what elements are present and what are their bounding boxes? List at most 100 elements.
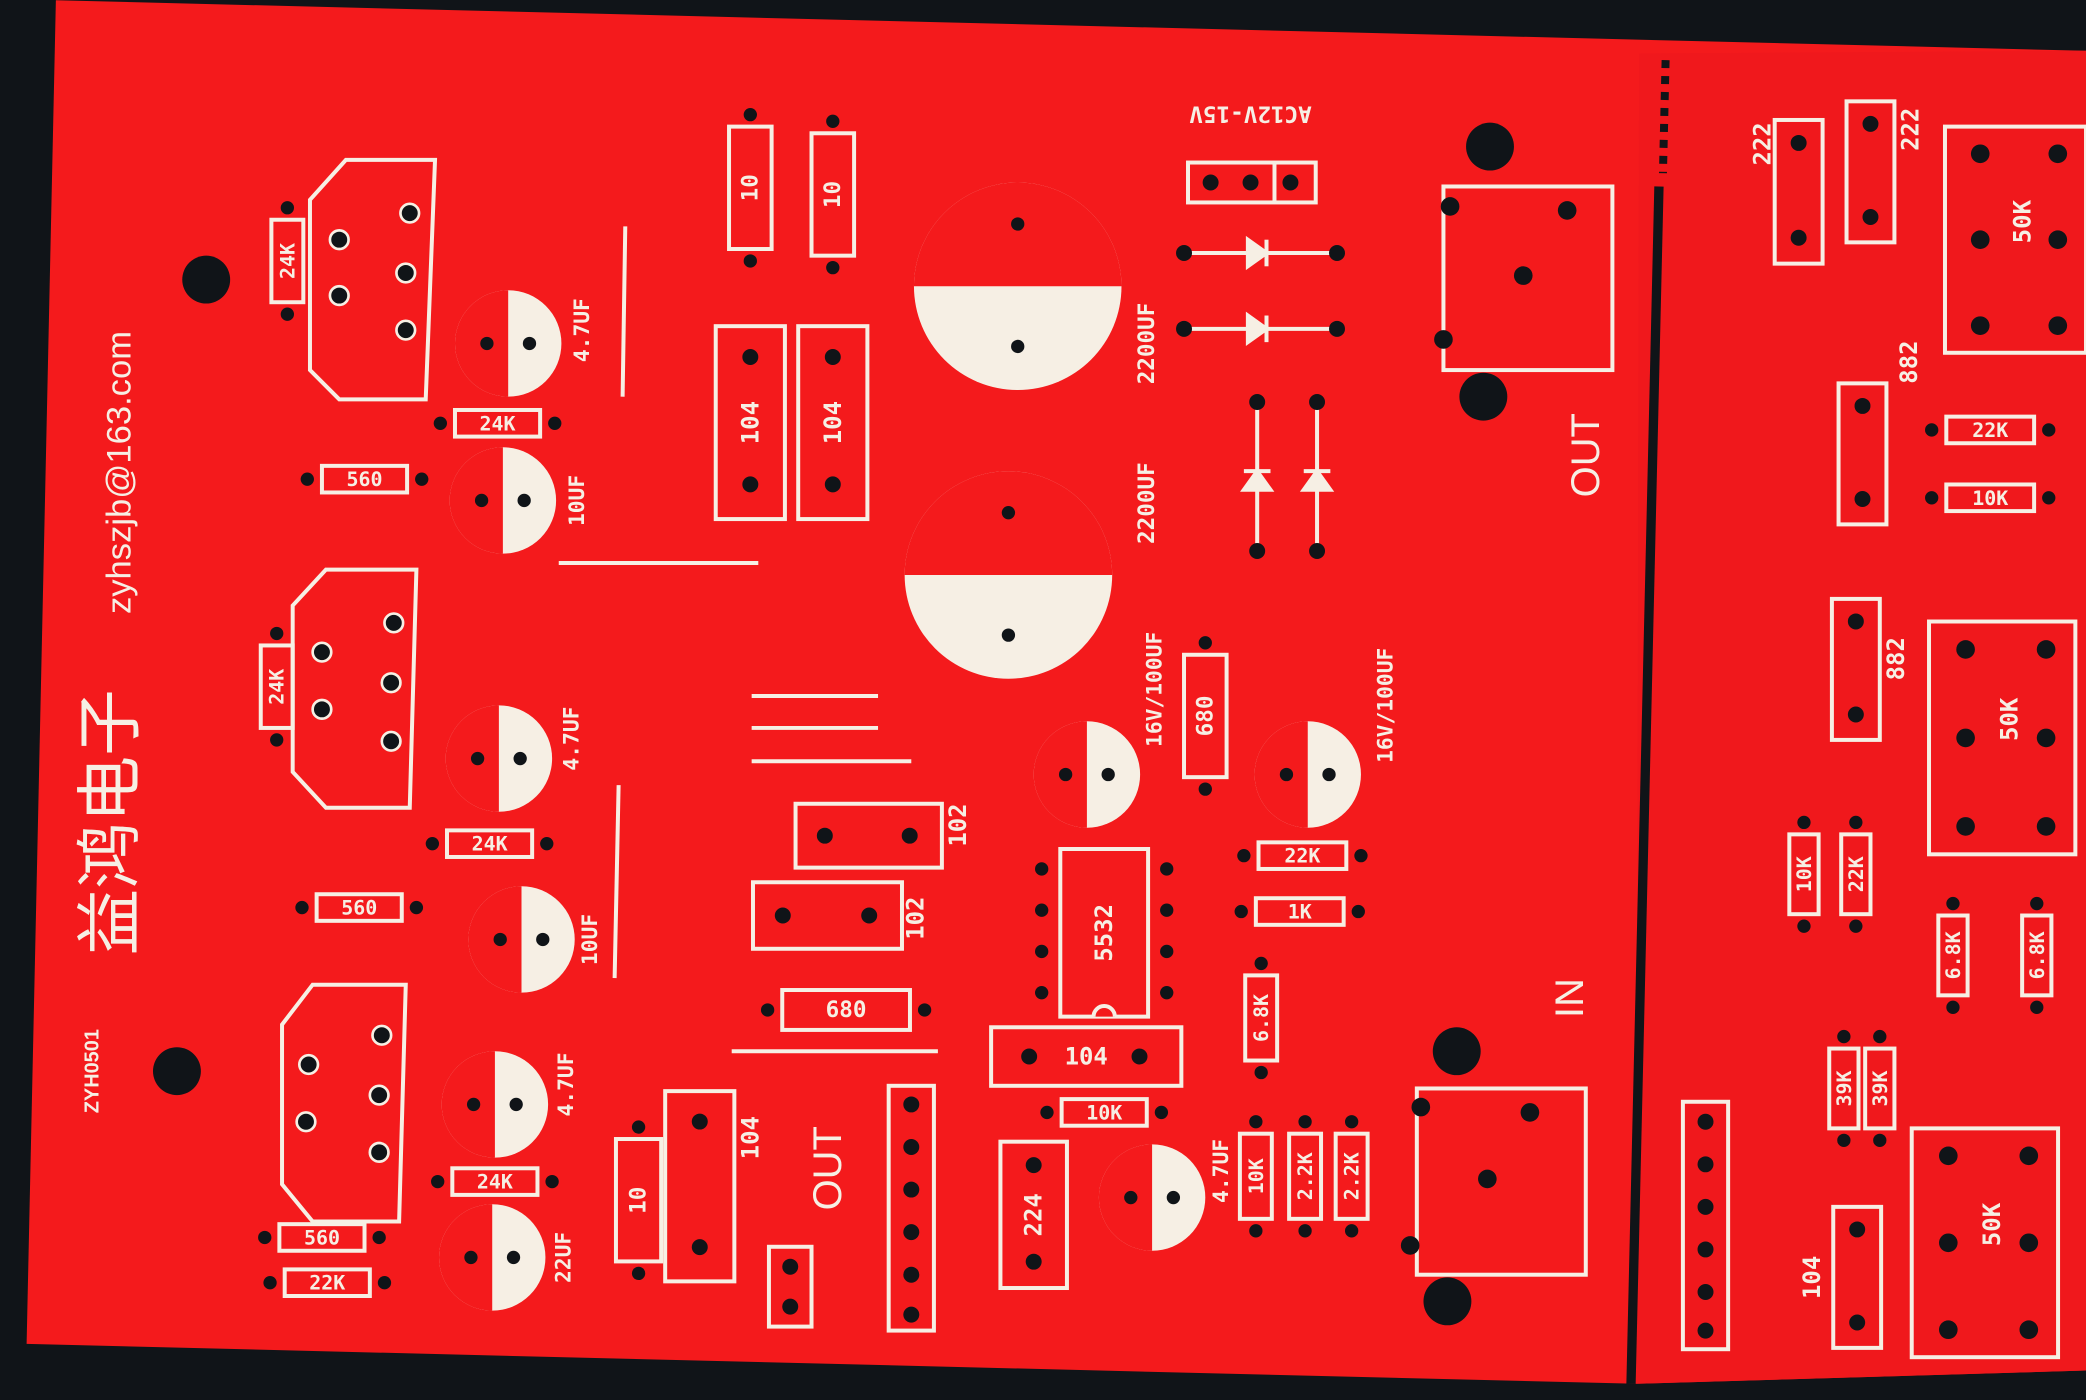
component-res: 10K: [1787, 815, 1821, 933]
potentiometer-outline: [290, 567, 419, 810]
mounting-hole: [1459, 372, 1508, 421]
mounting-holes: [152, 122, 1514, 1326]
component-label: 4.7UF: [1209, 1139, 1234, 1203]
component-res: 10K: [1237, 1115, 1274, 1238]
component-pot: 50K: [1927, 619, 2078, 857]
component-cap: 10UF: [449, 447, 590, 554]
component-label: 882: [1882, 637, 1910, 680]
component-label: 22UF: [552, 1232, 577, 1283]
in-label: IN: [1548, 978, 1592, 1018]
resistor-outline: [1237, 1131, 1274, 1221]
component-outline: [793, 801, 944, 870]
component-label: 102: [901, 897, 929, 940]
component-res: 6.8K: [2020, 896, 2054, 1014]
mounting-hole: [1423, 1277, 1472, 1326]
component-label: 10K: [1792, 856, 1816, 892]
diode-icon: [1188, 311, 1335, 347]
component-label: 10K: [1244, 1158, 1268, 1194]
power-label: AC12V-15V: [1189, 101, 1312, 127]
resistor-outline: [277, 1222, 367, 1253]
resistor-outline: [1287, 1131, 1324, 1221]
component-label: 680: [826, 997, 867, 1023]
resistor-outline: [1944, 414, 2037, 446]
component-res: 560: [300, 463, 429, 495]
resistor-outline: [613, 1137, 664, 1264]
component-label: 2.2K: [1340, 1152, 1364, 1200]
component-pot: 50K: [1942, 124, 2086, 355]
component-label: 24K: [477, 1170, 513, 1194]
component-cap: 4.7UF: [1098, 1139, 1234, 1251]
component-res: 10K: [1040, 1097, 1169, 1128]
component-label: 10UF: [565, 475, 590, 526]
component-cap: 16V/100UF: [1033, 632, 1167, 828]
component-res: 39K: [1827, 1029, 1861, 1147]
component-label: 10: [737, 174, 763, 201]
resistor-outline: [1333, 1131, 1370, 1221]
component-res: 22K: [263, 1267, 392, 1298]
component-label: 22K: [1844, 856, 1868, 892]
potentiometer-outline: [1942, 124, 2086, 355]
resistor-outline: [450, 1166, 540, 1197]
component-outline: [750, 880, 904, 951]
component-label: 4.7UF: [570, 298, 595, 362]
pin-header-6: [886, 1083, 936, 1333]
component-label: 16V/100UF: [1142, 632, 1167, 747]
component-label: 102: [944, 803, 972, 846]
jumper-wires: [558, 226, 938, 1054]
component-label: 50K: [1978, 1202, 2006, 1246]
component-box: 104: [989, 1025, 1184, 1088]
component-outline: [1844, 99, 1897, 245]
component-label: 2200UF: [1134, 462, 1160, 544]
component-res: 2.2K: [1333, 1115, 1370, 1238]
diode-icon: [1299, 405, 1335, 549]
component-label: 104: [1065, 1043, 1108, 1071]
resistor-outline: [452, 407, 543, 439]
board-split-line: [1626, 186, 1664, 1384]
model-text: ZYH0501: [81, 1029, 103, 1113]
component-label: 39K: [1868, 1070, 1892, 1106]
component-label: 10: [626, 1187, 652, 1214]
resistor-outline: [1253, 896, 1346, 927]
component-label: 24K: [472, 832, 508, 856]
component-label: 2.2K: [1293, 1152, 1317, 1200]
component-res: 1K: [1234, 896, 1365, 927]
resistor-outline: [1787, 832, 1821, 917]
component-label: 1K: [1288, 900, 1312, 924]
component-label: 222: [1896, 108, 1924, 151]
component-label: 222: [1749, 122, 1777, 165]
connector-pads: [1400, 197, 1577, 1255]
component-label: 560: [304, 1225, 340, 1249]
component-res: 22K: [1839, 815, 1873, 933]
component-res: 10K: [1925, 482, 2056, 514]
component-outline: [796, 324, 870, 522]
resistor-outline: [282, 1267, 372, 1298]
component-res: 24K: [425, 828, 554, 859]
maker-logo-text: 益鸿电子: [71, 689, 149, 955]
component-label: 6.8K: [1249, 994, 1273, 1042]
component-box: 882: [1836, 340, 1923, 527]
component-box: 104: [663, 1089, 764, 1284]
component-box: 224: [998, 1139, 1069, 1291]
component-label: 24K: [265, 669, 289, 705]
component-label: 10UF: [578, 914, 603, 965]
component-cap: 2200UF: [913, 182, 1160, 391]
component-res: 24K: [258, 626, 295, 747]
component-outline: [998, 1139, 1069, 1291]
resistor-outline: [780, 988, 912, 1032]
component-label: 22K: [1972, 418, 2008, 442]
component-label: 680: [1192, 696, 1218, 737]
component-outline: [713, 324, 787, 522]
potentiometer-outline: [1909, 1126, 2061, 1360]
potentiometer-outline: [1927, 619, 2078, 857]
capacitor-polarity-mark: [904, 471, 1113, 575]
component-box: 222: [1749, 117, 1825, 266]
resistor-outline: [319, 463, 410, 495]
component-label: 560: [341, 896, 377, 920]
component-label: 104: [736, 401, 764, 444]
component-label: 6.8K: [2025, 931, 2049, 979]
component-ic: 5532: [1035, 847, 1174, 1019]
component-label: 50K: [2009, 199, 2037, 243]
component-outline: [1772, 117, 1825, 266]
email-text: zyhszjb@163.com: [100, 331, 138, 614]
resistor-outline: [1839, 832, 1873, 917]
